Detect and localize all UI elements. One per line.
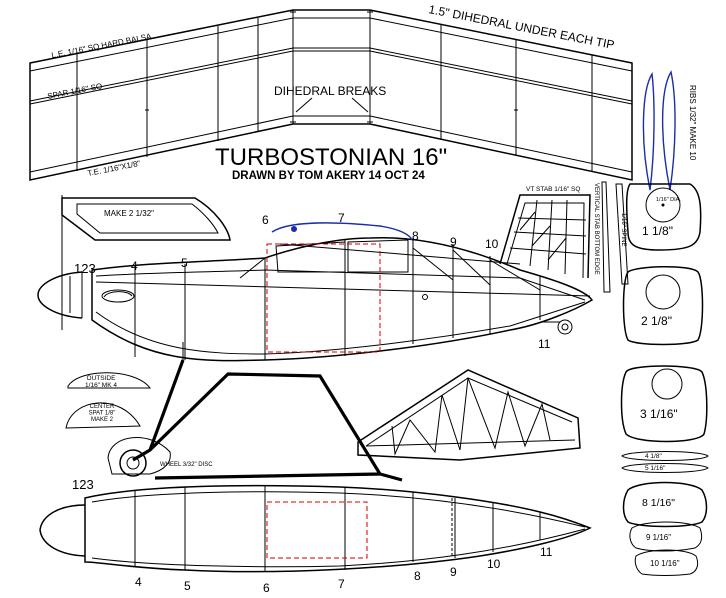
canopy-label: MAKE 2 1/32" xyxy=(104,209,154,218)
center-line: MAKE 2 xyxy=(91,417,114,423)
vs-bottom-edge-label: VERTICAL STAB BOTTOM EDGE xyxy=(593,183,599,275)
former-label: 4 1/8" xyxy=(645,453,662,460)
top-station-label: 5 xyxy=(184,579,191,593)
center-line: CENTER xyxy=(90,404,115,410)
tail-strips: VERTICAL STAB BOTTOM EDGE 1/16" SPINE xyxy=(593,181,629,293)
side-station-label: 10 xyxy=(485,237,499,251)
plan-subtitle: DRAWN BY TOM AKERY 14 OCT 24 xyxy=(232,170,425,182)
former-label: 1 1/8" xyxy=(642,224,673,238)
canopy-part: MAKE 2 1/32" xyxy=(61,197,231,241)
top-station-labels: 123 4 5 6 7 8 9 10 11 xyxy=(72,477,553,595)
fuselage-top-view xyxy=(39,484,592,573)
top-station-label: 9 xyxy=(450,565,457,579)
side-station-labels: 123 4 5 6 7 8 9 10 11 xyxy=(74,211,551,351)
former-label: 5 1/16" xyxy=(645,465,666,472)
former-label: 9 1/16" xyxy=(646,533,671,542)
side-station-label: 5 xyxy=(181,256,188,270)
side-station-label: 6 xyxy=(262,213,269,227)
plan-title: TURBOSTONIAN 16" xyxy=(215,144,447,171)
landing-gear-wire xyxy=(132,359,403,482)
side-station-label: 4 xyxy=(131,259,138,273)
spar-label: SPAR 1/16" SQ xyxy=(47,82,103,101)
formers: 1/16" DIA. 1 1/8" 2 1/8" 3 1/16" 4 1/8" … xyxy=(620,183,709,576)
outside-line: 1/16" MK 4 xyxy=(85,382,117,389)
side-station-label: 7 xyxy=(338,211,345,225)
side-station-label: 11 xyxy=(538,337,551,351)
top-station-label: 8 xyxy=(414,569,421,583)
vertical-stabilizer: VT STAB 1/16" SQ xyxy=(499,186,591,335)
fuselage-side-view xyxy=(37,222,594,362)
top-station-label: 11 xyxy=(540,545,553,559)
center-line: SPAT 1/8" xyxy=(89,411,116,417)
wheel-disc-label: WHEEL 3/32" DISC xyxy=(160,462,213,468)
former-label: 8 1/16" xyxy=(642,497,675,509)
side-station-label: 9 xyxy=(450,235,457,249)
top-station-label: 10 xyxy=(487,557,501,571)
outside-line: OUTSIDE xyxy=(87,375,117,382)
wing-ribs: RIBS 1/32" MAKE 10 xyxy=(642,70,697,191)
side-station-label: 123 xyxy=(74,261,96,276)
le-label: L.E. 1/16" SQ HARD BALSA xyxy=(51,32,153,60)
wing-center-truss xyxy=(357,369,581,461)
former-label: 2 1/8" xyxy=(641,314,672,328)
top-station-label: 4 xyxy=(135,575,142,589)
spine-label: 1/16" SPINE xyxy=(620,213,626,246)
top-station-label: 6 xyxy=(263,581,270,595)
top-station-label: 123 xyxy=(72,477,94,492)
top-station-label: 7 xyxy=(338,577,345,591)
former1-dia-label: 1/16" DIA. xyxy=(656,197,681,203)
vt-stab-label: VT STAB 1/16" SQ xyxy=(526,186,580,193)
ribs-label: RIBS 1/32" MAKE 10 xyxy=(688,85,697,161)
side-station-label: 8 xyxy=(412,229,419,243)
dihedral-breaks-label: DIHEDRAL BREAKS xyxy=(274,84,386,98)
former-label: 3 1/16" xyxy=(640,407,678,421)
former-label: 10 1/16" xyxy=(650,559,680,568)
